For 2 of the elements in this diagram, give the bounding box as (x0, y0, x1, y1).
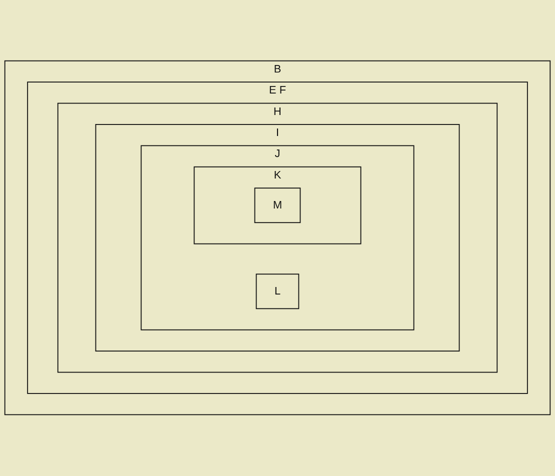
node-box: M (254, 188, 301, 224)
node-box: L (256, 274, 300, 310)
